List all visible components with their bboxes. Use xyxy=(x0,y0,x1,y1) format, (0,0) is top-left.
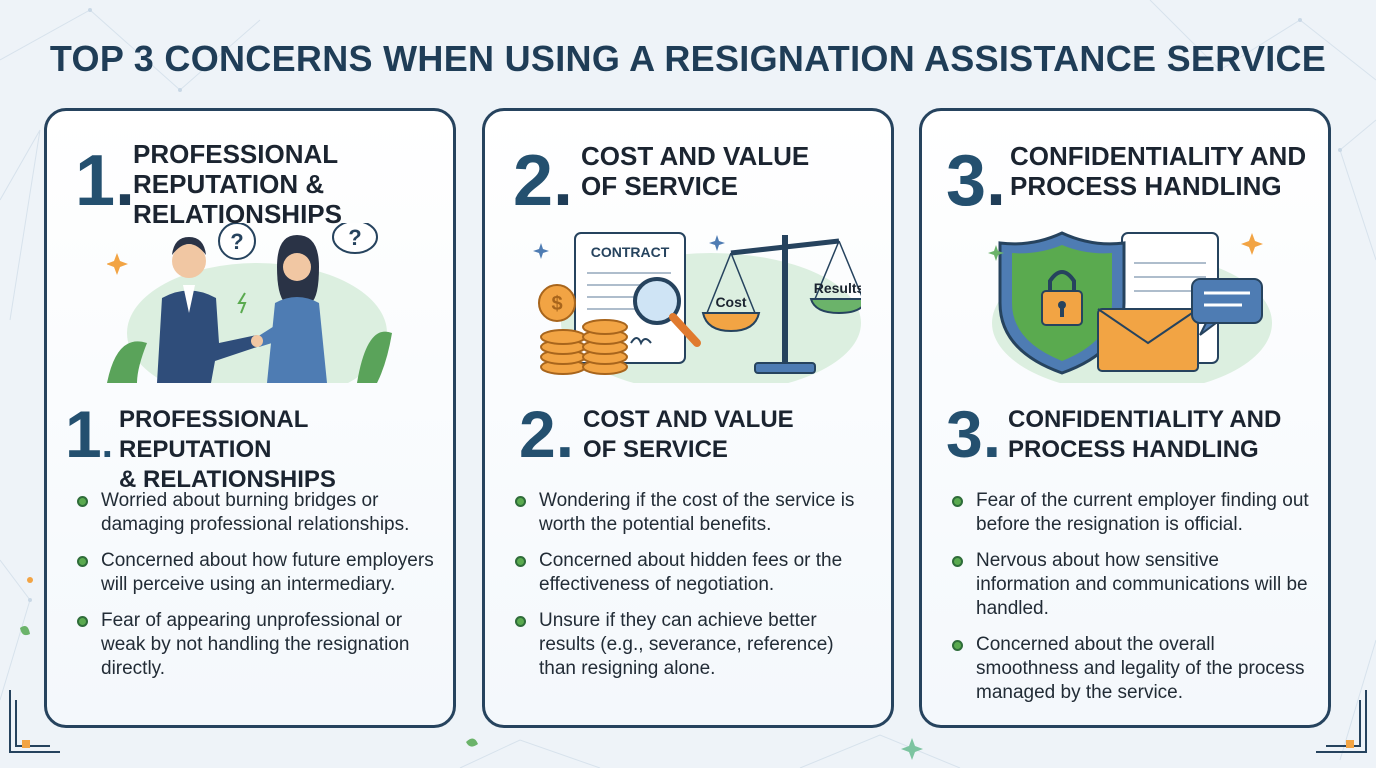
list-item: Concerned about how future employers wil… xyxy=(77,549,437,597)
bullet-dot-icon xyxy=(77,556,88,567)
svg-text:?: ? xyxy=(230,229,243,254)
results-label: Results xyxy=(814,280,861,296)
card-heading: PROFESSIONAL REPUTATION & RELATIONSHIPS xyxy=(133,139,342,229)
card-heading: CONFIDENTIALITY AND PROCESS HANDLING xyxy=(1010,141,1307,201)
scale-icon: CONTRACT $ Cost Results xyxy=(533,232,861,383)
bullet-dot-icon xyxy=(77,616,88,627)
card-subnumber: 3. xyxy=(946,397,1002,471)
bullet-dot-icon xyxy=(515,496,526,507)
concern-list: Worried about burning bridges or damagin… xyxy=(77,489,437,693)
card-number: 2. xyxy=(513,141,574,221)
card-header: 1. PROFESSIONAL REPUTATION & RELATIONSHI… xyxy=(47,111,453,229)
list-item: Concerned about the overall smoothness a… xyxy=(952,633,1312,705)
svg-text:$: $ xyxy=(551,293,562,315)
card-heading: COST AND VALUE OF SERVICE xyxy=(581,141,810,201)
card-subheader: 3. CONFIDENTIALITY AND PROCESS HANDLING xyxy=(922,401,1328,481)
cost-label: Cost xyxy=(715,294,746,310)
concern-card-2: 2. COST AND VALUE OF SERVICE CONTRACT $ xyxy=(482,108,894,728)
list-item: Worried about burning bridges or damagin… xyxy=(77,489,437,537)
concern-list: Wondering if the cost of the service is … xyxy=(515,489,875,693)
list-item: Fear of the current employer finding out… xyxy=(952,489,1312,537)
card-subheading: PROFESSIONAL REPUTATION & RELATIONSHIPS xyxy=(119,406,336,493)
page-title: TOP 3 CONCERNS WHEN USING A RESIGNATION … xyxy=(49,38,1327,79)
bullet-dot-icon xyxy=(515,616,526,627)
concern-card-3: 3. CONFIDENTIALITY AND PROCESS HANDLING … xyxy=(919,108,1331,728)
bullet-dot-icon xyxy=(952,496,963,507)
card-subnumber: 2. xyxy=(519,397,575,471)
concern-card-1: 1. PROFESSIONAL REPUTATION & RELATIONSHI… xyxy=(44,108,456,728)
svg-text:?: ? xyxy=(348,225,361,250)
bullet-dot-icon xyxy=(515,556,526,567)
handshake-icon: ? ? xyxy=(107,223,392,383)
bullet-dot-icon xyxy=(952,556,963,567)
list-item: Wondering if the cost of the service is … xyxy=(515,489,875,537)
card-subheading: COST AND VALUE OF SERVICE xyxy=(583,406,794,463)
card-subheader: 1. PROFESSIONAL REPUTATION & RELATIONSHI… xyxy=(47,397,453,493)
shield-lock-icon xyxy=(988,231,1272,383)
list-item: Fear of appearing unprofessional or weak… xyxy=(77,609,437,681)
card-subnumber: 1. xyxy=(65,397,113,471)
card-number: 3. xyxy=(946,141,1007,221)
list-item: Concerned about hidden fees or the effec… xyxy=(515,549,875,597)
list-item: Unsure if they can achieve better result… xyxy=(515,609,875,681)
card-subheader: 2. COST AND VALUE OF SERVICE xyxy=(485,401,891,481)
card-number: 1. xyxy=(75,141,136,221)
contract-label: CONTRACT xyxy=(591,244,670,260)
list-item: Nervous about how sensitive information … xyxy=(952,549,1312,621)
card-header: 2. COST AND VALUE OF SERVICE xyxy=(485,111,891,221)
concern-list: Fear of the current employer finding out… xyxy=(952,489,1312,717)
card-header: 3. CONFIDENTIALITY AND PROCESS HANDLING xyxy=(922,111,1328,221)
card-subheading: CONFIDENTIALITY AND PROCESS HANDLING xyxy=(1008,406,1282,463)
bullet-dot-icon xyxy=(952,640,963,651)
bullet-dot-icon xyxy=(77,496,88,507)
